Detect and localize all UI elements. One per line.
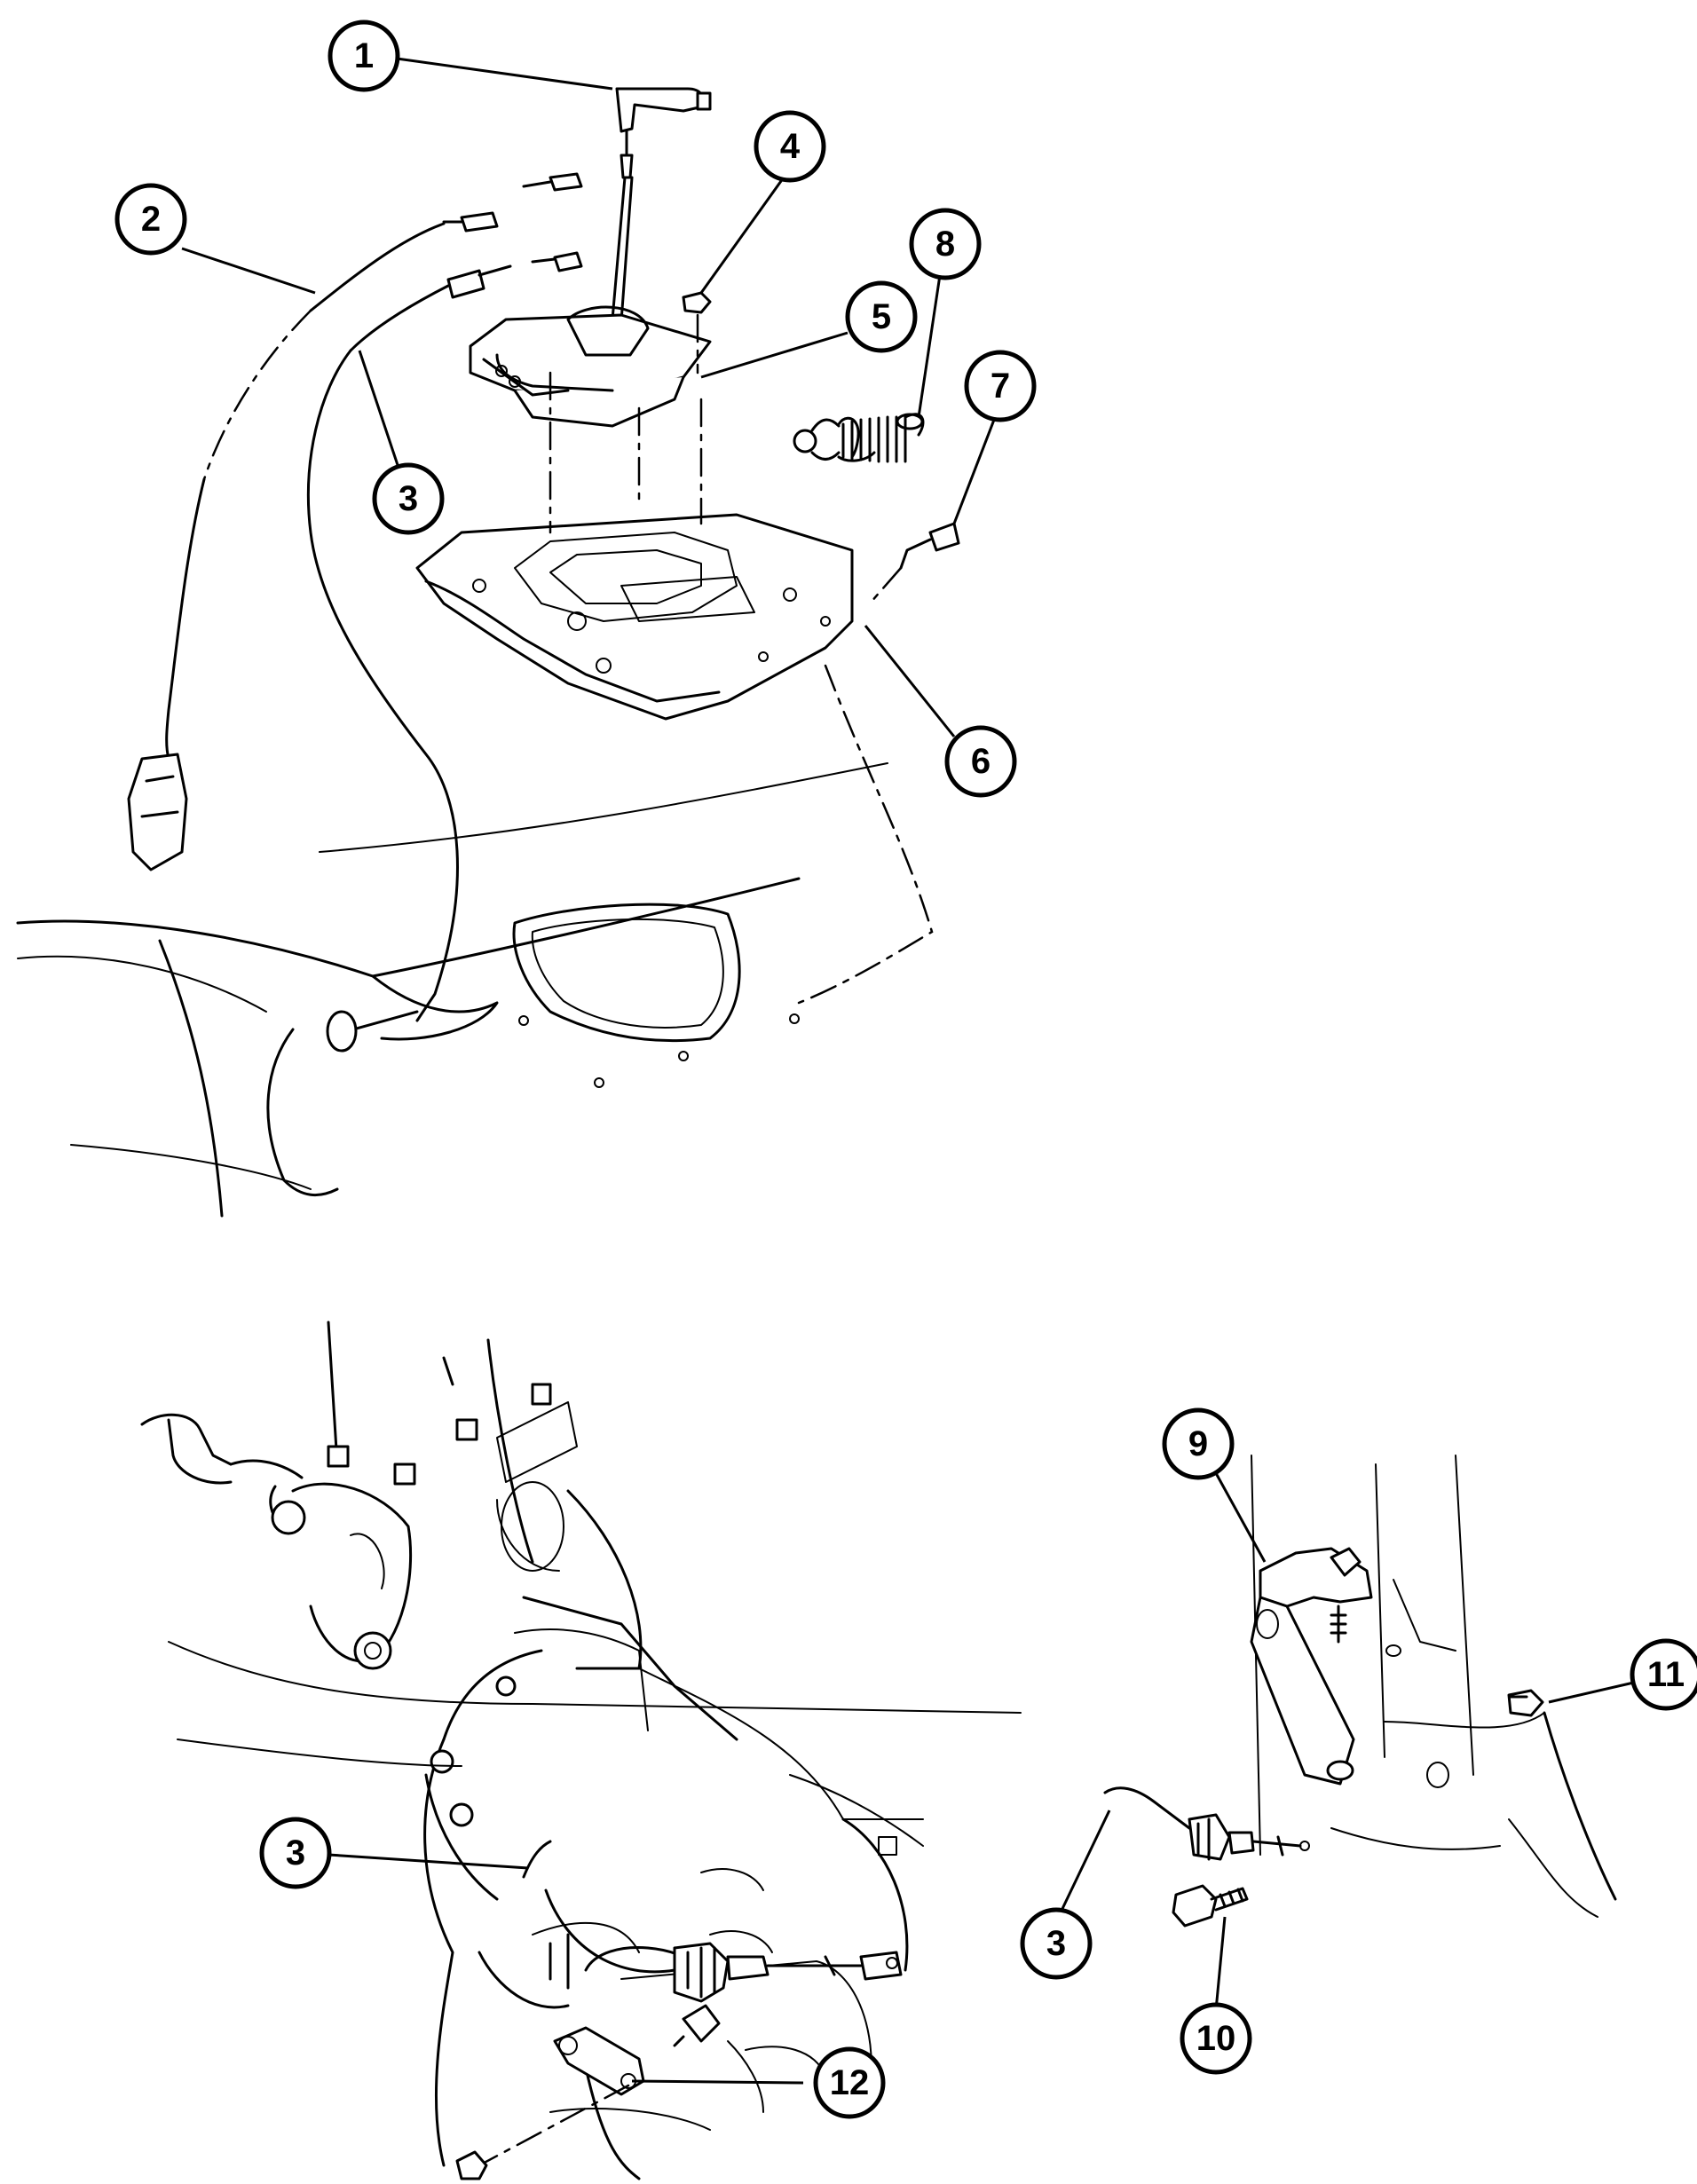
svg-text:9: 9 <box>1188 1424 1208 1463</box>
floor-pan-tunnel <box>16 664 934 1218</box>
svg-text:6: 6 <box>971 742 991 781</box>
svg-text:3: 3 <box>399 479 418 518</box>
transmission-housing <box>140 1321 1022 2180</box>
callout-3-bracket: 3 <box>1020 1907 1093 1980</box>
callout-5: 5 <box>845 280 918 353</box>
shift-lever <box>611 87 712 323</box>
svg-text:8: 8 <box>935 225 955 264</box>
callout-7: 7 <box>964 350 1037 422</box>
callout-3-transmission: 3 <box>259 1817 332 1889</box>
callout-3-top: 3 <box>372 462 445 535</box>
shift-cable-2 <box>127 172 583 871</box>
callout-11: 11 <box>1630 1638 1697 1711</box>
console-bezel-plate <box>415 371 854 721</box>
svg-text:5: 5 <box>872 297 891 336</box>
shifter-assembly <box>469 305 712 428</box>
callout-9: 9 <box>1162 1407 1235 1480</box>
spring-nut-4 <box>682 291 712 375</box>
svg-text:4: 4 <box>780 127 801 166</box>
callout-6: 6 <box>944 725 1017 798</box>
svg-text:11: 11 <box>1647 1655 1685 1694</box>
callout-10: 10 <box>1180 2002 1252 2075</box>
svg-text:3: 3 <box>286 1833 305 1873</box>
callout-8: 8 <box>909 208 982 280</box>
return-spring-8 <box>793 413 925 463</box>
bracket-assembly <box>1250 1455 1617 1918</box>
callout-1: 1 <box>328 20 400 92</box>
svg-text:7: 7 <box>991 367 1010 406</box>
callout-2: 2 <box>114 183 187 256</box>
bolt-10 <box>1172 1884 1249 1928</box>
svg-text:10: 10 <box>1196 2019 1236 2058</box>
shift-lever-12 <box>455 2004 721 2180</box>
shift-cable-3-bracket <box>1103 1786 1310 1861</box>
callout-12: 12 <box>813 2046 886 2119</box>
svg-text:1: 1 <box>354 36 374 75</box>
svg-text:12: 12 <box>830 2063 870 2102</box>
shift-cable-3 <box>306 251 583 1053</box>
callout-4: 4 <box>754 110 826 183</box>
callout-labels: 1 2 3 4 5 8 7 6 <box>114 20 1697 2119</box>
svg-text:3: 3 <box>1046 1924 1066 1963</box>
shift-cable-3-lower <box>522 1840 903 2003</box>
svg-text:2: 2 <box>141 200 161 239</box>
bolt-7 <box>868 522 960 605</box>
nut-11 <box>1507 1689 1544 1717</box>
